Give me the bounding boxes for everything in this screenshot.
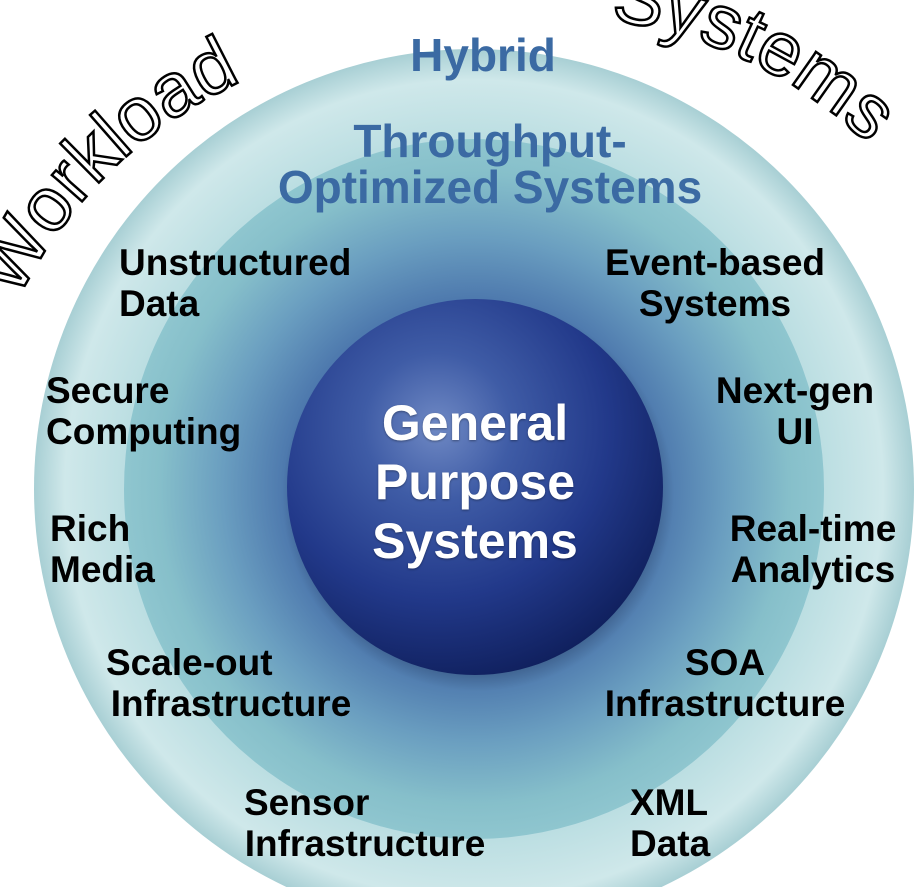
core-sphere — [287, 299, 663, 675]
category-secure-computing: Secure Computing — [46, 370, 241, 453]
category-next-gen-ui: Next-gen UI — [700, 370, 890, 453]
category-label-line1: Secure — [46, 370, 170, 411]
category-label-line2: Infrastructure — [604, 683, 846, 725]
core-title-line3: Systems — [372, 513, 578, 569]
category-label-line2: Data — [119, 283, 200, 325]
core-title: General Purpose Systems — [330, 394, 620, 571]
core-title-line2: Purpose — [374, 454, 576, 510]
middle-ring-title-line2: Optimized Systems — [277, 161, 703, 213]
category-sensor-infrastructure: Sensor Infrastructure — [230, 782, 500, 865]
category-label-line1: XML — [630, 782, 709, 823]
category-label-line2: Systems — [638, 283, 792, 325]
category-label-line2: Data — [630, 823, 711, 865]
category-label-line1: Sensor — [244, 782, 370, 823]
category-rich-media: Rich Media — [50, 508, 155, 591]
category-label-line1: Real-time — [729, 508, 897, 549]
category-label-line2: Computing — [46, 411, 242, 453]
category-event-based-systems: Event-based Systems — [585, 242, 845, 325]
category-label-line1: Rich — [50, 508, 131, 549]
middle-ring-title-line1: Throughput- — [353, 115, 627, 167]
outer-ring-title: Hybrid — [383, 29, 583, 82]
category-unstructured-data: Unstructured Data — [119, 242, 351, 325]
category-label-line1: SOA — [684, 642, 766, 683]
core-title-line1: General — [381, 395, 569, 451]
category-label-line1: Event-based — [604, 242, 825, 283]
category-label-line2: Infrastructure — [244, 823, 486, 865]
category-label-line2: Analytics — [730, 549, 896, 591]
category-label-line1: Unstructured — [119, 242, 352, 283]
category-label-line2: Media — [50, 549, 155, 591]
category-xml-data: XML Data — [630, 782, 710, 865]
category-label-line2: UI — [776, 411, 814, 453]
category-realtime-analytics: Real-time Analytics — [715, 508, 911, 591]
category-soa-infrastructure: SOA Infrastructure — [590, 642, 860, 725]
category-label-line1: Scale-out — [106, 642, 273, 683]
middle-ring-title: Throughput- Optimized Systems — [230, 118, 750, 210]
category-scale-out-infrastructure: Scale-out Infrastructure — [96, 642, 366, 725]
category-label-line1: Next-gen — [715, 370, 875, 411]
outer-ring-title-text: Hybrid — [410, 29, 556, 81]
category-label-line2: Infrastructure — [110, 683, 352, 725]
